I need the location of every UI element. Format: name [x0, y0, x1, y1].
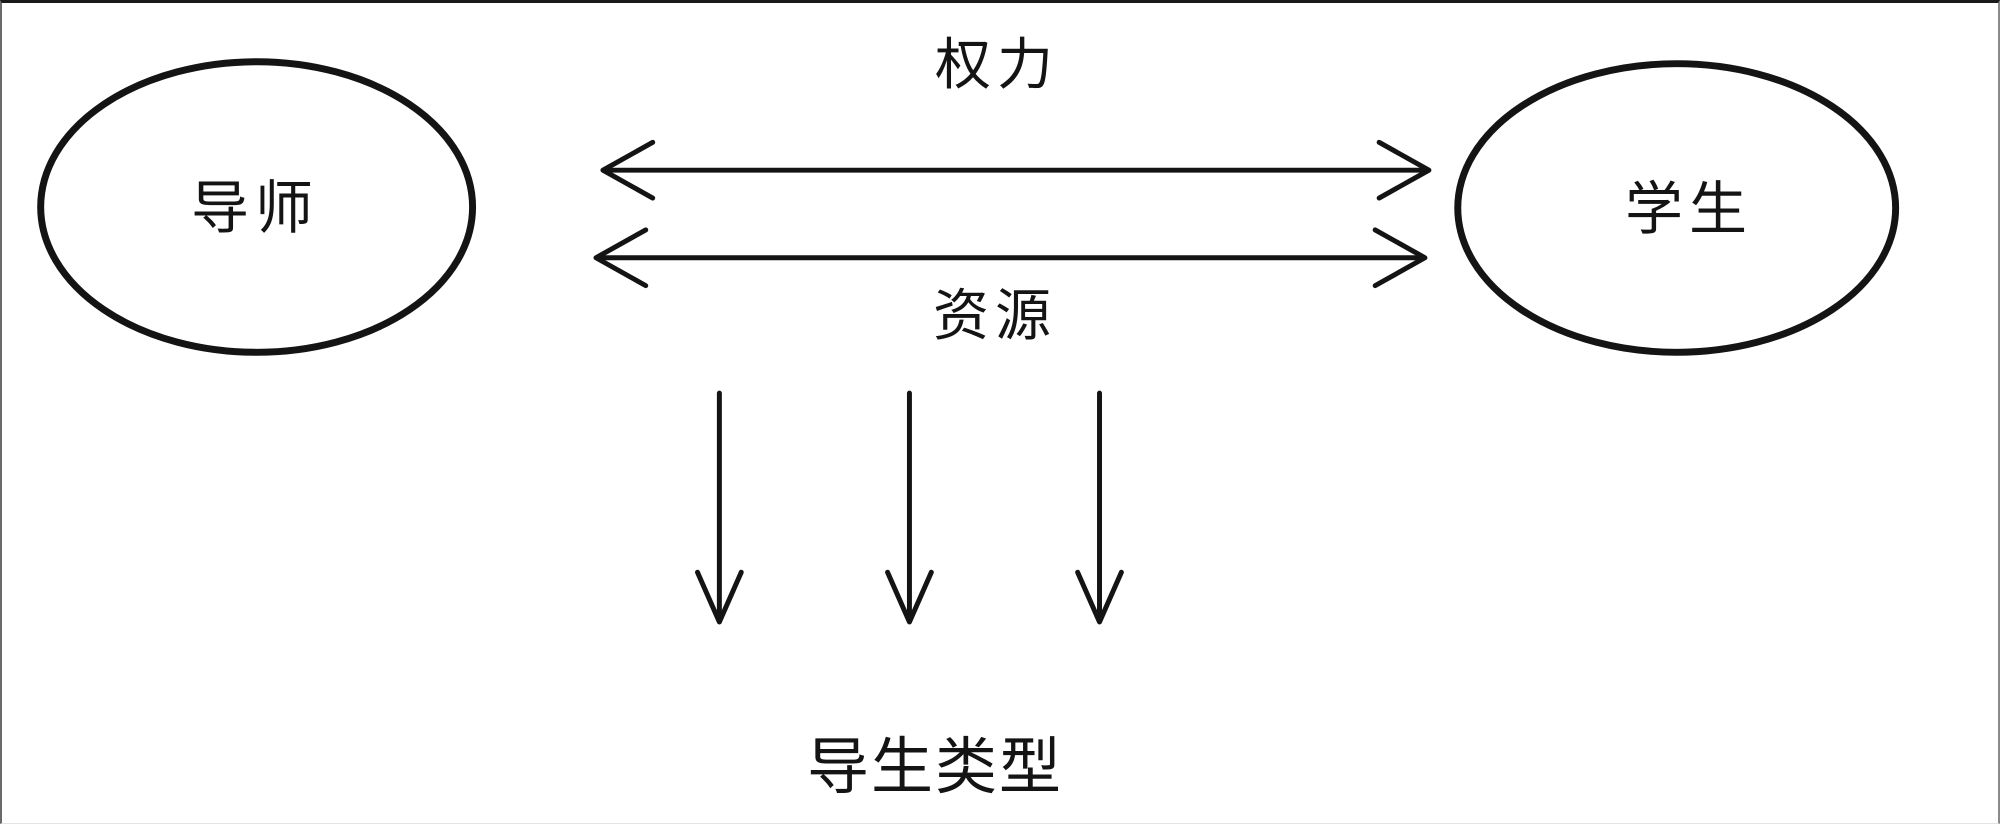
student-node-label: 学生 [1624, 177, 1754, 242]
arrowhead-down-icon [694, 569, 744, 625]
arrowhead-right-icon [1372, 227, 1428, 289]
arrowhead-down-icon [885, 569, 934, 625]
power-relation-label: 权力 [935, 35, 1059, 97]
power-arrow [600, 139, 1432, 201]
arrowhead-left-icon [593, 227, 649, 289]
resource-relation-label: 资源 [933, 286, 1057, 348]
outcome-label: 导生类型 [806, 734, 1064, 802]
down-arrow-2 [885, 390, 934, 625]
mentor-node-label: 导师 [190, 176, 320, 241]
down-arrow-3 [1075, 390, 1124, 625]
resource-arrow [593, 227, 1428, 289]
arrowhead-right-icon [1376, 139, 1432, 201]
down-arrow-1 [694, 390, 744, 625]
diagram-shapes [37, 58, 1900, 625]
arrowhead-left-icon [600, 139, 656, 201]
student-ellipse [1454, 60, 1900, 356]
arrowhead-down-icon [1075, 569, 1124, 625]
mentor-ellipse [37, 58, 477, 356]
